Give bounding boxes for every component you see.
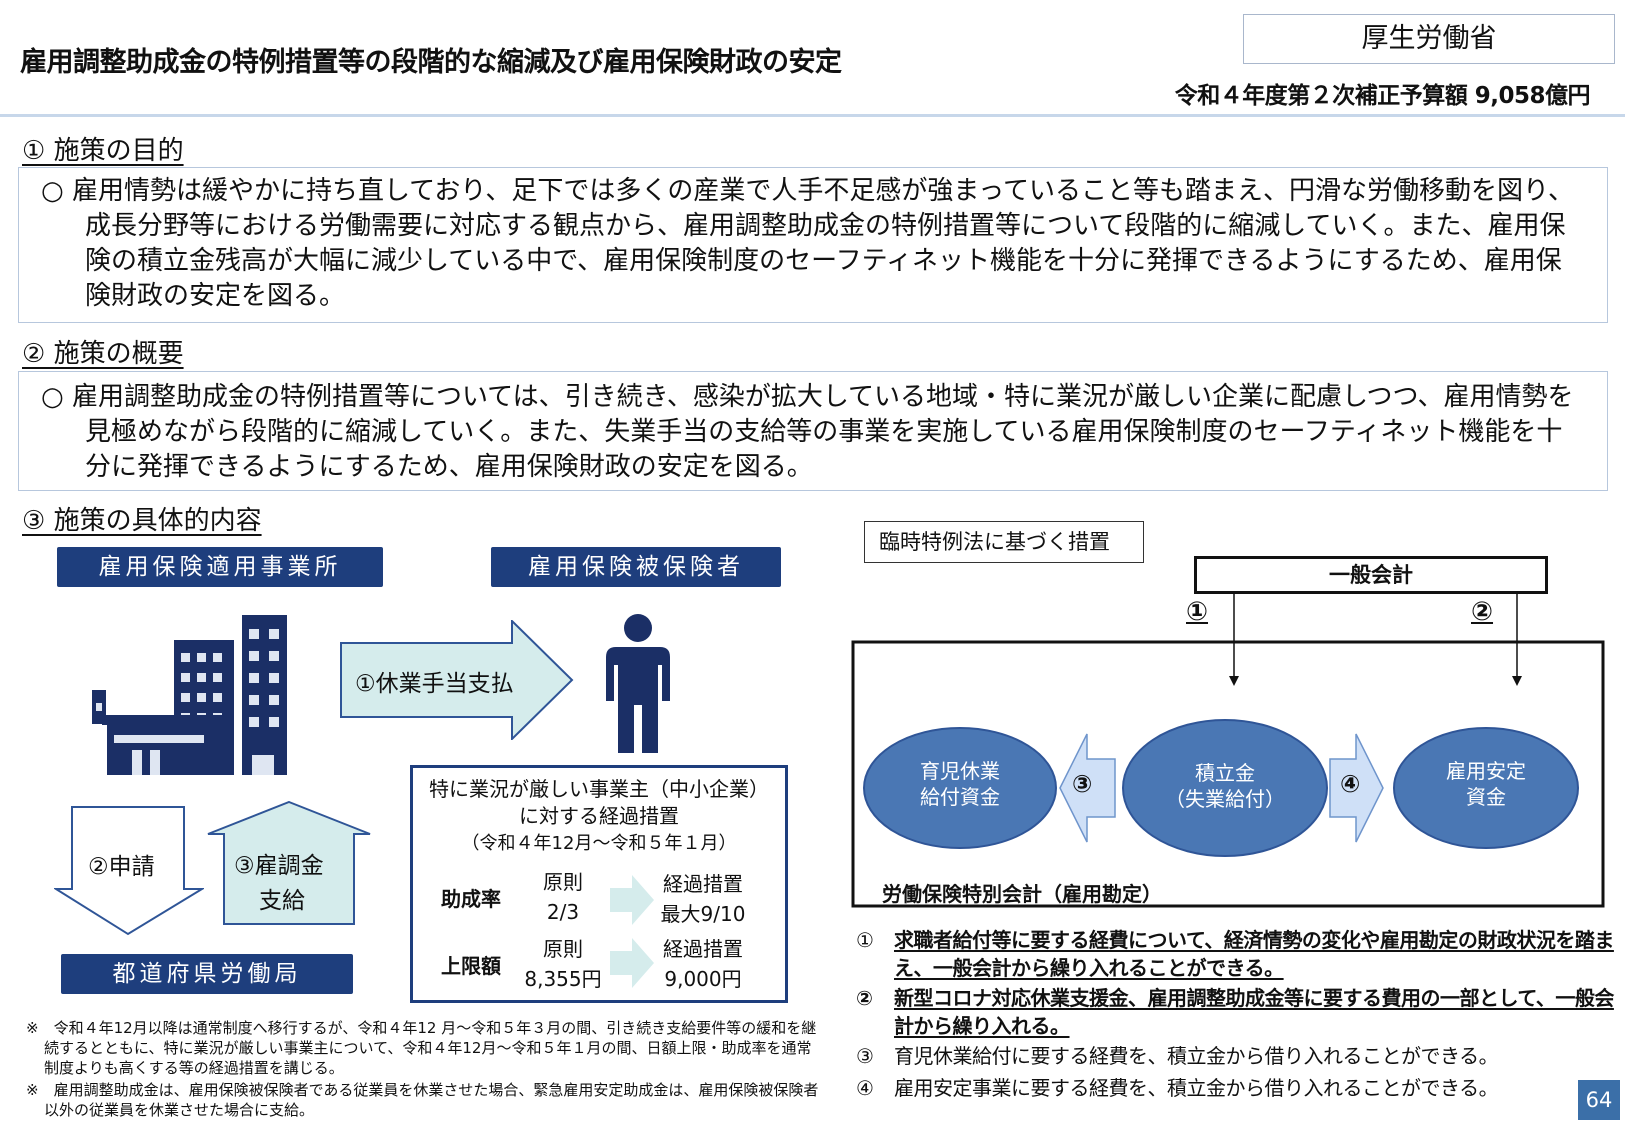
- diagram-note-3-text: 育児休業給付に要する経費を、積立金から借り入れることができる。: [894, 1044, 1499, 1068]
- cap-amount-from-line1: 原則: [543, 937, 583, 961]
- subsidy-rate-to-line1: 経過措置: [663, 872, 743, 896]
- diagram-note-3: ③ 育児休業給付に要する経費を、積立金から借り入れることができる。: [856, 1042, 1616, 1070]
- section1-heading: ① 施策の目的: [22, 136, 184, 166]
- subsidy-rate-to-line2: 最大9/10: [660, 902, 746, 926]
- flow-arrowhead-2: [1512, 676, 1522, 686]
- footnote-2: ※ 雇用調整助成金は、雇用保険被保険者である従業員を休業させた場合、緊急雇用安定…: [26, 1081, 819, 1119]
- special-law-label: 臨時特例法に基づく措置: [864, 521, 1144, 563]
- fund-flow-diagram: [851, 594, 1605, 908]
- diagram-note-4: ④ 雇用安定事業に要する経費を、積立金から借り入れることができる。: [856, 1074, 1616, 1102]
- employment-stability-fund-label: 雇用安定 資金: [1446, 759, 1526, 809]
- diagram-note-2-text: 新型コロナ対応休業支援金、雇用調整助成金等に要する費用の一部として、一般会計から…: [894, 986, 1614, 1038]
- cap-amount-to-line2: 9,000円: [664, 967, 742, 991]
- fund-ellipse-3: [1393, 727, 1579, 849]
- subsidy-rate-label: 助成率: [441, 887, 501, 911]
- cap-amount-from-line2: 8,355円: [524, 967, 602, 991]
- diagram-note-1: ① 求職者給付等に要する経費について、経済情勢の変化や雇用勘定の財政状況を踏まえ…: [856, 926, 1616, 982]
- cap-amount-label: 上限額: [441, 954, 501, 978]
- application-arrow-icon: [54, 806, 204, 936]
- flow-marker-1: ①: [1186, 597, 1209, 627]
- diagram-note-1-text: 求職者給付等に要する経費について、経済情勢の変化や雇用勘定の財政状況を踏まえ、一…: [894, 928, 1614, 980]
- subsidy-rate-from-line2: 2/3: [546, 900, 580, 924]
- office-building-icon: [92, 615, 287, 775]
- fund-ellipse-2: [1122, 719, 1328, 857]
- payment-arrow-label: ①休業手当支払: [355, 671, 514, 697]
- diagram-note-2-number: ②: [856, 986, 873, 1010]
- cap-amount-to: 経過措置 9,000円: [653, 934, 753, 994]
- insured-label: 雇用保険被保険者: [491, 547, 781, 587]
- transition-title-1: 特に業況が厳しい事業主（中小企業）: [429, 777, 769, 801]
- childcare-fund-label: 育児休業 給付資金: [920, 759, 1000, 809]
- flow-arrowhead-1: [1229, 676, 1239, 686]
- page-title: 雇用調整助成金の特例措置等の段階的な縮減及び雇用保険財政の安定: [20, 47, 842, 78]
- section1-box: ○ 雇用情勢は緩やかに持ち直しており、足下では多くの産業で人手不足感が強まってい…: [18, 167, 1608, 323]
- section2-text: ○ 雇用調整助成金の特例措置等については、引き続き、感染が拡大している地域・特に…: [41, 382, 1574, 482]
- employer-label: 雇用保険適用事業所: [57, 547, 383, 587]
- flow-marker-4: ④: [1340, 770, 1361, 798]
- transition-period: （令和４年12月～令和５年１月）: [461, 833, 737, 854]
- section1-text: ○ 雇用情勢は緩やかに持ち直しており、足下では多くの産業で人手不足感が強まってい…: [41, 176, 1574, 311]
- subsidy-rate-arrow-icon: [610, 875, 654, 925]
- cap-amount-arrow-icon: [610, 938, 654, 988]
- section2-box: ○ 雇用調整助成金の特例措置等については、引き続き、感染が拡大している地域・特に…: [18, 371, 1608, 491]
- diagram-note-1-number: ①: [856, 928, 874, 952]
- labor-bureau-label: 都道府県労働局: [61, 954, 353, 994]
- reserve-fund-label: 積立金 （失業給付）: [1165, 761, 1285, 811]
- budget-amount: 令和４年度第２次補正予算額 9,058億円: [1174, 83, 1591, 109]
- flow-marker-3: ③: [1072, 770, 1093, 798]
- special-account-frame: [851, 640, 1605, 908]
- header-divider: [0, 114, 1625, 117]
- diagram-note-2: ② 新型コロナ対応休業支援金、雇用調整助成金等に要する費用の一部として、一般会計…: [856, 984, 1616, 1040]
- grant-label-line2: 支給: [259, 888, 305, 914]
- subsidy-rate-to: 経過措置 最大9/10: [653, 869, 753, 929]
- ministry-badge: 厚生労働省: [1243, 14, 1615, 64]
- diagram-note-4-text: 雇用安定事業に要する経費を、積立金から借り入れることができる。: [894, 1076, 1499, 1100]
- general-account-box: 一般会計: [1194, 556, 1548, 594]
- subsidy-rate-from: 原則 2/3: [518, 867, 608, 927]
- transition-measures-box: 特に業況が厳しい事業主（中小企業） に対する経過措置 （令和４年12月～令和５年…: [410, 765, 788, 1003]
- subsidy-rate-from-line1: 原則: [543, 870, 583, 894]
- grant-arrow-icon: [207, 801, 371, 925]
- diagram-note-4-number: ④: [856, 1076, 874, 1100]
- loan-arrow-3-icon: [1059, 733, 1116, 843]
- diagram-notes: ① 求職者給付等に要する経費について、経済情勢の変化や雇用勘定の財政状況を踏まえ…: [856, 926, 1616, 1102]
- transition-title-2: に対する経過措置: [519, 804, 679, 828]
- flow-marker-2: ②: [1471, 597, 1494, 627]
- section2-heading: ② 施策の概要: [22, 339, 184, 369]
- application-label: ②申請: [88, 854, 155, 880]
- grant-label-line1: ③雇調金: [234, 853, 324, 879]
- fund-ellipse-1: [863, 727, 1057, 849]
- person-icon: [606, 614, 670, 753]
- payment-arrow-icon: [340, 620, 574, 740]
- cap-amount-to-line1: 経過措置: [663, 937, 743, 961]
- cap-amount-from: 原則 8,355円: [508, 934, 618, 994]
- footnote-1: ※ 令和４年12月以降は通常制度へ移行するが、令和４年12 月～令和５年３月の間…: [26, 1019, 817, 1077]
- diagram-note-3-number: ③: [856, 1044, 874, 1068]
- page-number: 64: [1578, 1080, 1620, 1120]
- special-account-label: 労働保険特別会計（雇用勘定）: [882, 882, 1162, 906]
- loan-arrow-4-icon: [1329, 733, 1384, 843]
- section3-heading: ③ 施策の具体的内容: [22, 506, 262, 536]
